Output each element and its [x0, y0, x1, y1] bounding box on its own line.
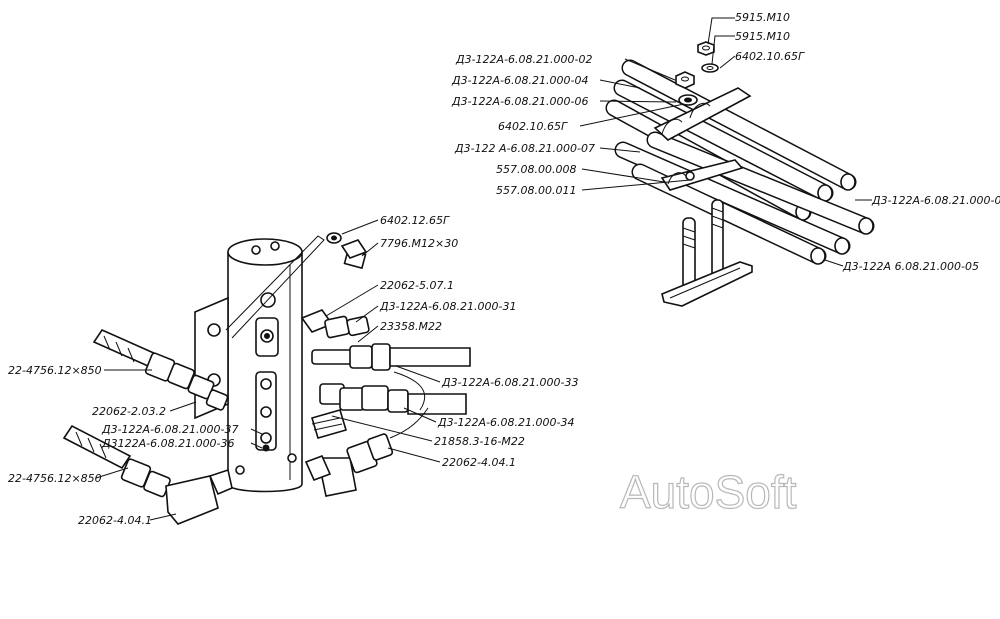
label-22-4756-top: 22-4756.12×850 [8, 364, 102, 377]
label-22062-5-07-1: 22062-5.07.1 [380, 279, 454, 292]
nut-5915-lower-icon [675, 71, 695, 89]
washer-6402-12-icon [326, 232, 342, 244]
label-21858-3-16-m22: 21858.3-16-М22 [434, 435, 525, 448]
housing-body [194, 235, 325, 493]
tube-bundle-assembly [579, 17, 875, 307]
label-5915-m10-b: 5915.М10 [735, 30, 790, 43]
valve-housing-assembly [62, 219, 471, 525]
label-d3-122a-07: Д3-122 А-6.08.21.000-07 [454, 142, 595, 155]
bolt-7796-icon [340, 239, 368, 270]
hose-left-upper [92, 328, 229, 411]
hose-connector [393, 371, 426, 411]
leader-lines-right [579, 17, 872, 267]
part-labels: 5915.М10 5915.М10 6402.10.65Г Д3-122А-6.… [8, 11, 1000, 527]
washer-6402-icon [701, 63, 719, 73]
label-6402-10-65g-top: 6402.10.65Г [735, 50, 805, 63]
label-d3-122a-31: Д3-122А-6.08.21.000-31 [379, 300, 517, 313]
watermark-text: AutoSoft [620, 466, 797, 518]
label-22062-2-03-2: 22062-2.03.2 [92, 405, 166, 418]
tube-02 [621, 59, 857, 191]
label-d3-122a-34: Д3-122А-6.08.21.000-34 [437, 416, 575, 429]
label-d3-122a-33: Д3-122А-6.08.21.000-33 [441, 376, 579, 389]
label-22062-4-04-1-right: 22062-4.04.1 [442, 456, 516, 469]
support-bracket [661, 199, 753, 307]
label-6402-10-65g-mid: 6402.10.65Г [498, 120, 568, 133]
label-23358-m22: 23358.М22 [380, 320, 442, 333]
tube-03 [646, 131, 875, 235]
label-d3-122a-36: Д3122А-6.08.21.000-36 [101, 437, 235, 450]
elbow-fitting-right [304, 407, 429, 497]
washer-6402-mid-icon [678, 94, 698, 106]
hose-left-lower [62, 424, 233, 525]
label-7796-m12x30: 7796.М12×30 [380, 237, 458, 250]
label-22-4756-bottom: 22-4756.12×850 [8, 472, 102, 485]
label-d3-122a-06: Д3-122А-6.08.21.000-06 [451, 95, 589, 108]
fitting-upper-right [300, 309, 471, 371]
label-5915-m10-a: 5915.М10 [735, 11, 790, 24]
tube-07 [614, 141, 851, 255]
label-d3-122a-04: Д3-122А-6.08.21.000-04 [451, 74, 589, 87]
label-6402-12-65g: 6402.12.65Г [380, 214, 450, 227]
label-d3-122a-03: Д3-122А-6.08.21.000-03 [871, 194, 1000, 207]
label-d3-122a-02: Д3-122А-6.08.21.000-02 [455, 53, 593, 66]
label-22062-4-04-1-left: 22062-4.04.1 [78, 514, 152, 527]
label-557-08-00-011: 557.08.00.011 [496, 184, 576, 197]
label-557-08-00-008: 557.08.00.008 [496, 163, 576, 176]
top-clamp [653, 87, 752, 141]
nut-5915-icon [697, 41, 715, 56]
label-d3-122a-37: Д3-122А-6.08.21.000-37 [101, 423, 239, 436]
leader-lines-left [95, 219, 441, 521]
label-d3-122a-05: Д3-122А 6.08.21.000-05 [842, 260, 979, 273]
lower-clamp [660, 159, 744, 191]
